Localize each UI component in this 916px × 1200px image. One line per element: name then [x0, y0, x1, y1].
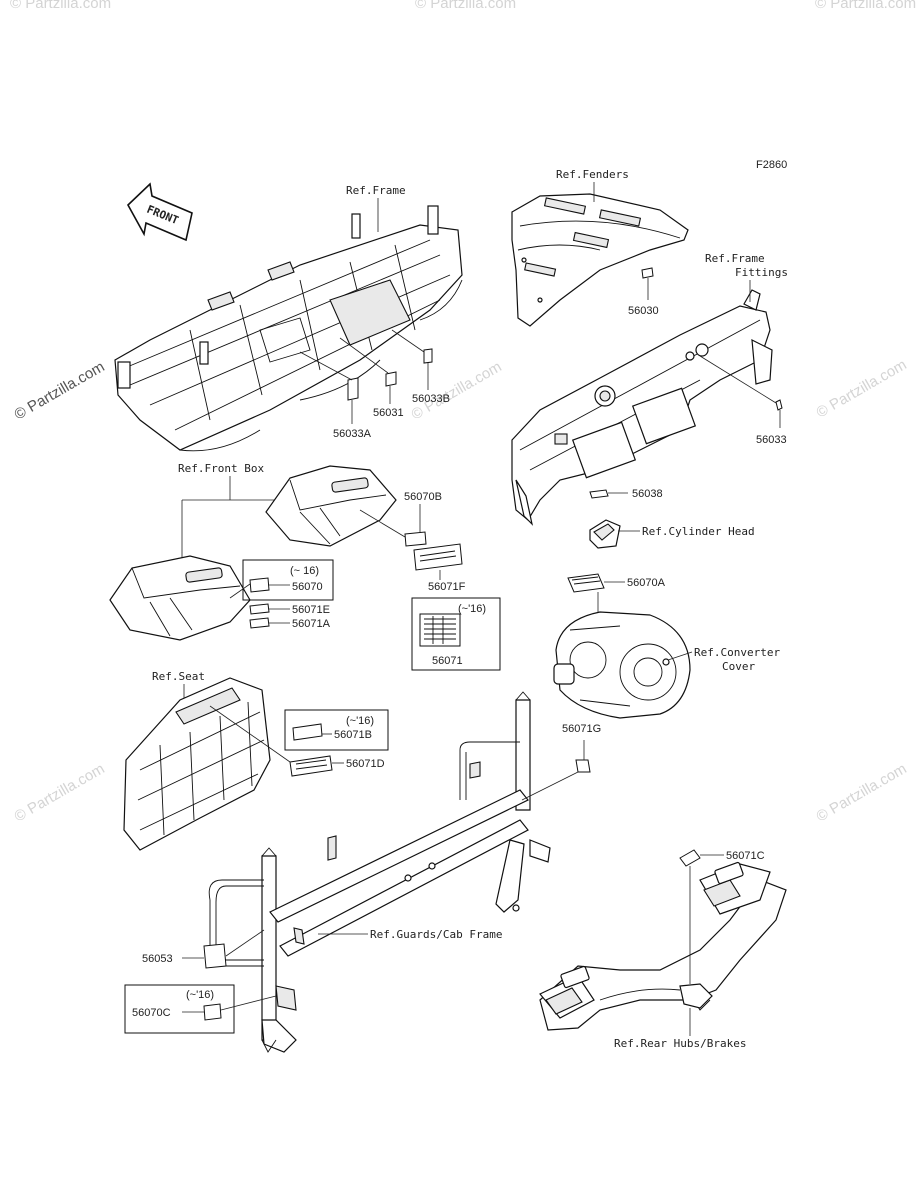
part-number-56070B[interactable]: 56070B	[404, 491, 442, 503]
year-note-56070: (~ 16)	[290, 565, 319, 577]
decal-56070B	[404, 531, 427, 547]
front-box-upper-drawing	[265, 465, 397, 547]
part-number-56071D[interactable]: 56071D	[346, 758, 385, 770]
part-number-56071F[interactable]: 56071F	[428, 581, 466, 593]
decal-56071C	[679, 849, 701, 867]
watermark: © Partzilla.com	[12, 358, 108, 423]
decal-56071D	[289, 755, 333, 777]
front-box-lower-drawing	[109, 555, 251, 641]
ref-front-box-label: Ref.Front Box	[178, 462, 264, 475]
year-note-56071: (~'16)	[458, 603, 486, 615]
ref-fenders-label: Ref.Fenders	[556, 168, 629, 181]
decal-56033A	[347, 377, 359, 401]
ref-converter-cover-label-1: Ref.Converter	[694, 646, 780, 659]
watermark: © Partzilla.com	[409, 358, 505, 423]
ref-frame-fittings-label-2: Fittings	[735, 266, 788, 279]
part-number-56071G[interactable]: 56071G	[562, 723, 601, 735]
rear-hubs-brakes-drawing	[539, 861, 787, 1031]
part-number-56031[interactable]: 56031	[373, 407, 404, 419]
front-arrow-icon: FRONT	[127, 182, 193, 242]
part-number-56071E[interactable]: 56071E	[292, 604, 330, 616]
decal-56071E	[249, 603, 270, 615]
watermark: © Partzilla.com	[12, 760, 108, 825]
note-box-56070C	[124, 984, 235, 1034]
note-box-56070	[242, 559, 334, 601]
converter-cover-drawing	[553, 611, 691, 719]
decal-56071	[419, 613, 461, 647]
frame-decals	[299, 329, 433, 424]
part-number-56030[interactable]: 56030	[628, 305, 659, 317]
note-box-56071	[411, 597, 501, 671]
ref-seat-label: Ref.Seat	[152, 670, 205, 683]
decal-56070C	[203, 1003, 222, 1021]
year-note-56070C: (~'16)	[186, 989, 214, 1001]
watermark: © Partzilla.com	[814, 760, 910, 825]
ref-cylinder-head-label: Ref.Cylinder Head	[642, 525, 755, 538]
decal-56071G	[575, 759, 591, 773]
decal-56070	[249, 577, 270, 593]
part-number-56033[interactable]: 56033	[756, 434, 787, 446]
ref-frame-fittings-label-1: Ref.Frame	[705, 252, 765, 265]
watermark: © Partzilla.com	[815, 0, 916, 12]
ref-frame-label: Ref.Frame	[346, 184, 406, 197]
decal-56031	[385, 371, 397, 387]
decal-56071B	[292, 723, 323, 741]
decal-56071F	[413, 543, 463, 571]
seat-drawing	[123, 677, 271, 851]
part-number-56038[interactable]: 56038	[632, 488, 663, 500]
main-frame-drawing	[114, 205, 463, 452]
part-number-56033B[interactable]: 56033B	[412, 393, 450, 405]
watermark: © Partzilla.com	[10, 0, 111, 12]
part-number-56070C[interactable]: 56070C	[132, 1007, 171, 1019]
ref-guards-cab-frame-label: Ref.Guards/Cab Frame	[370, 928, 502, 941]
part-number-56070A[interactable]: 56070A	[627, 577, 666, 589]
decal-56033	[775, 399, 783, 411]
part-number-56071B[interactable]: 56071B	[334, 729, 372, 741]
watermark: © Partzilla.com	[814, 356, 910, 421]
cylinder-head-drawing	[589, 519, 621, 549]
decal-56053	[203, 943, 227, 969]
part-number-56071A[interactable]: 56071A	[292, 618, 331, 630]
guards-cab-frame-drawing	[208, 691, 551, 1053]
ref-converter-cover-label-2: Cover	[722, 660, 755, 673]
part-number-56071[interactable]: 56071	[432, 655, 463, 667]
part-number-56070[interactable]: 56070	[292, 581, 323, 593]
decal-56071A	[249, 617, 270, 629]
year-note-56071B: (~'16)	[346, 715, 374, 727]
decal-56038	[589, 489, 609, 499]
watermark: © Partzilla.com	[415, 0, 516, 12]
decal-56033B	[423, 348, 433, 364]
decal-56030	[641, 267, 654, 279]
part-number-56053[interactable]: 56053	[142, 953, 173, 965]
ref-rear-hubs-brakes-label: Ref.Rear Hubs/Brakes	[614, 1037, 746, 1050]
part-number-56033A[interactable]: 56033A	[333, 428, 372, 440]
note-box-56071B	[284, 709, 389, 751]
part-number-56071C[interactable]: 56071C	[726, 850, 765, 862]
figure-code: F2860	[756, 159, 787, 171]
fenders-drawing	[511, 193, 689, 327]
